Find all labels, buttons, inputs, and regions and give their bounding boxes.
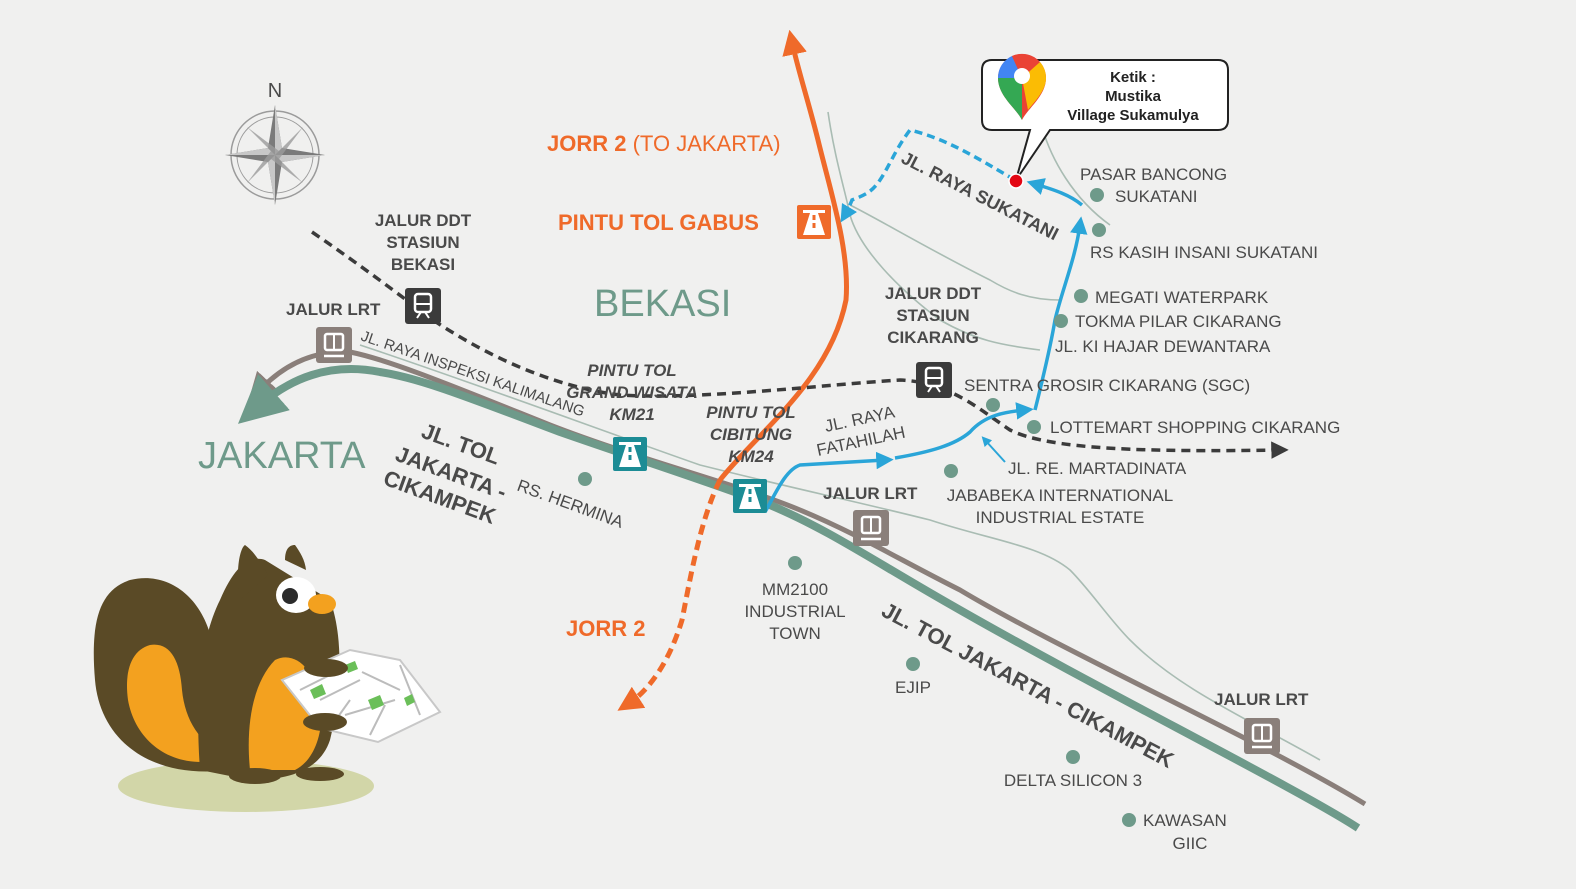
road-fatahilah-label: JL. RAYA FATAHILAH: [815, 402, 907, 460]
svg-text:SENTRA GROSIR CIKARANG (SGC): SENTRA GROSIR CIKARANG (SGC): [964, 376, 1250, 395]
poi-megati: MEGATI WATERPARK: [1074, 288, 1269, 307]
svg-text:RS. HERMINA: RS. HERMINA: [515, 476, 627, 532]
toll-gate-gabus-icon: [797, 205, 831, 239]
svg-text:JALUR DDT: JALUR DDT: [885, 284, 982, 303]
poi-lottemart: LOTTEMART SHOPPING CIKARANG: [1027, 418, 1340, 437]
svg-text:GIIC: GIIC: [1173, 834, 1208, 853]
jorr-line: [718, 29, 850, 482]
svg-text:BEKASI: BEKASI: [391, 255, 455, 274]
toll-gate-grand-wisata-icon: [613, 437, 647, 471]
svg-text:INDUSTRIAL ESTATE: INDUSTRIAL ESTATE: [976, 508, 1145, 527]
martadinata-pointer: [981, 436, 1006, 463]
svg-text:TOKMA PILAR CIKARANG: TOKMA PILAR CIKARANG: [1075, 312, 1282, 331]
road-tol-west-label: JL. TOL JAKARTA - CIKAMPEK: [380, 418, 510, 529]
region-jakarta: JAKARTA: [198, 435, 366, 477]
rail-bekasi-label: JALUR DDT STASIUN BEKASI: [375, 211, 472, 274]
route-solid-2: [894, 402, 1034, 460]
svg-text:KM21: KM21: [609, 405, 654, 424]
jorr-south-dashed: [617, 478, 723, 711]
region-bekasi: BEKASI: [594, 283, 731, 325]
svg-text:JALUR DDT: JALUR DDT: [375, 211, 472, 230]
route-solid: [763, 451, 894, 513]
jorr-to-jakarta-label: JORR 2 (TO JAKARTA): [547, 131, 781, 156]
svg-text:PINTU TOL: PINTU TOL: [706, 403, 795, 422]
poi-giic: KAWASAN GIIC: [1122, 811, 1227, 853]
svg-text:STASIUN: STASIUN: [896, 306, 969, 325]
svg-text:PASAR BANCONG: PASAR BANCONG: [1080, 165, 1227, 184]
poi-tokma: TOKMA PILAR CIKARANG: [1054, 312, 1282, 331]
poi-mm2100: MM2100 INDUSTRIAL TOWN: [744, 556, 846, 643]
poi-delta: DELTA SILICON 3: [1004, 750, 1142, 790]
svg-text:JABABEKA INTERNATIONAL: JABABEKA INTERNATIONAL: [947, 486, 1173, 505]
svg-text:CIKARANG: CIKARANG: [887, 328, 979, 347]
svg-text:KM24: KM24: [728, 447, 774, 466]
poi-hermina: RS. HERMINA: [515, 472, 627, 532]
svg-text:Village Sukamulya: Village Sukamulya: [1067, 107, 1199, 124]
svg-text:MM2100: MM2100: [762, 580, 828, 599]
compass-north-label: N: [268, 80, 282, 102]
poi-ejip: EJIP: [895, 657, 931, 697]
svg-text:LOTTEMART SHOPPING CIKARANG: LOTTEMART SHOPPING CIKARANG: [1050, 418, 1340, 437]
gate-cibitung-label: PINTU TOL CIBITUNG KM24: [706, 403, 795, 466]
gate-grand-wisata-label: PINTU TOL GRAND WISATA KM21: [566, 361, 698, 424]
svg-text:PINTU TOL: PINTU TOL: [587, 361, 676, 380]
destination-callout: Ketik : Mustika Village Sukamulya: [981, 59, 1229, 181]
svg-text:MEGATI WATERPARK: MEGATI WATERPARK: [1095, 288, 1269, 307]
train-bekasi-icon: [405, 288, 441, 324]
rail-cikarang-label: JALUR DDT STASIUN CIKARANG: [885, 284, 982, 347]
svg-text:SUKATANI: SUKATANI: [1115, 187, 1198, 206]
road-sukatani-label: JL. RAYA SUKATANI: [898, 148, 1062, 245]
squirrel-mascot-illustration: [93, 545, 442, 812]
svg-text:DELTA SILICON 3: DELTA SILICON 3: [1004, 771, 1142, 790]
train-cikarang-icon: [916, 362, 952, 398]
rail-line: [311, 230, 1289, 459]
svg-text:CIBITUNG: CIBITUNG: [710, 425, 792, 444]
poi-sgc: SENTRA GROSIR CIKARANG (SGC): [964, 376, 1250, 412]
route-solid-4: [1026, 178, 1084, 207]
road-martadinata-label: JL. RE. MARTADINATA: [1008, 459, 1187, 478]
lrt-middle-icon: [853, 510, 889, 546]
destination-marker: [1008, 173, 1024, 189]
toll-gate-cibitung-icon: [733, 479, 767, 513]
road-ki-hajar-label: JL. KI HAJAR DEWANTARA: [1055, 337, 1271, 356]
lrt-label-west: JALUR LRT: [286, 300, 381, 319]
poi-jababeka: JABABEKA INTERNATIONAL INDUSTRIAL ESTATE: [944, 464, 1173, 527]
svg-text:KAWASAN: KAWASAN: [1143, 811, 1227, 830]
svg-text:TOWN: TOWN: [769, 624, 821, 643]
route-dashed: [840, 128, 1016, 223]
svg-text:GRAND WISATA: GRAND WISATA: [566, 383, 698, 402]
svg-text:Ketik :: Ketik :: [1110, 69, 1156, 86]
lrt-east-icon: [1244, 718, 1280, 754]
lrt-label-middle: JALUR LRT: [823, 484, 918, 503]
svg-text:Mustika: Mustika: [1105, 88, 1162, 105]
compass-icon: N: [225, 80, 325, 205]
svg-text:STASIUN: STASIUN: [386, 233, 459, 252]
svg-text:EJIP: EJIP: [895, 678, 931, 697]
svg-text:INDUSTRIAL: INDUSTRIAL: [744, 602, 845, 621]
gate-gabus-label: PINTU TOL GABUS: [558, 210, 759, 235]
poi-rs-kasih: RS KASIH INSANI SUKATANI: [1090, 223, 1318, 262]
poi-pasar-bancong: PASAR BANCONG SUKATANI: [1080, 165, 1227, 206]
svg-text:RS KASIH INSANI SUKATANI: RS KASIH INSANI SUKATANI: [1090, 243, 1318, 262]
map-pin-icon: [997, 53, 1047, 120]
lrt-label-east: JALUR LRT: [1214, 690, 1309, 709]
jorr-south-label: JORR 2: [566, 616, 645, 641]
lrt-west-icon: [316, 327, 352, 363]
